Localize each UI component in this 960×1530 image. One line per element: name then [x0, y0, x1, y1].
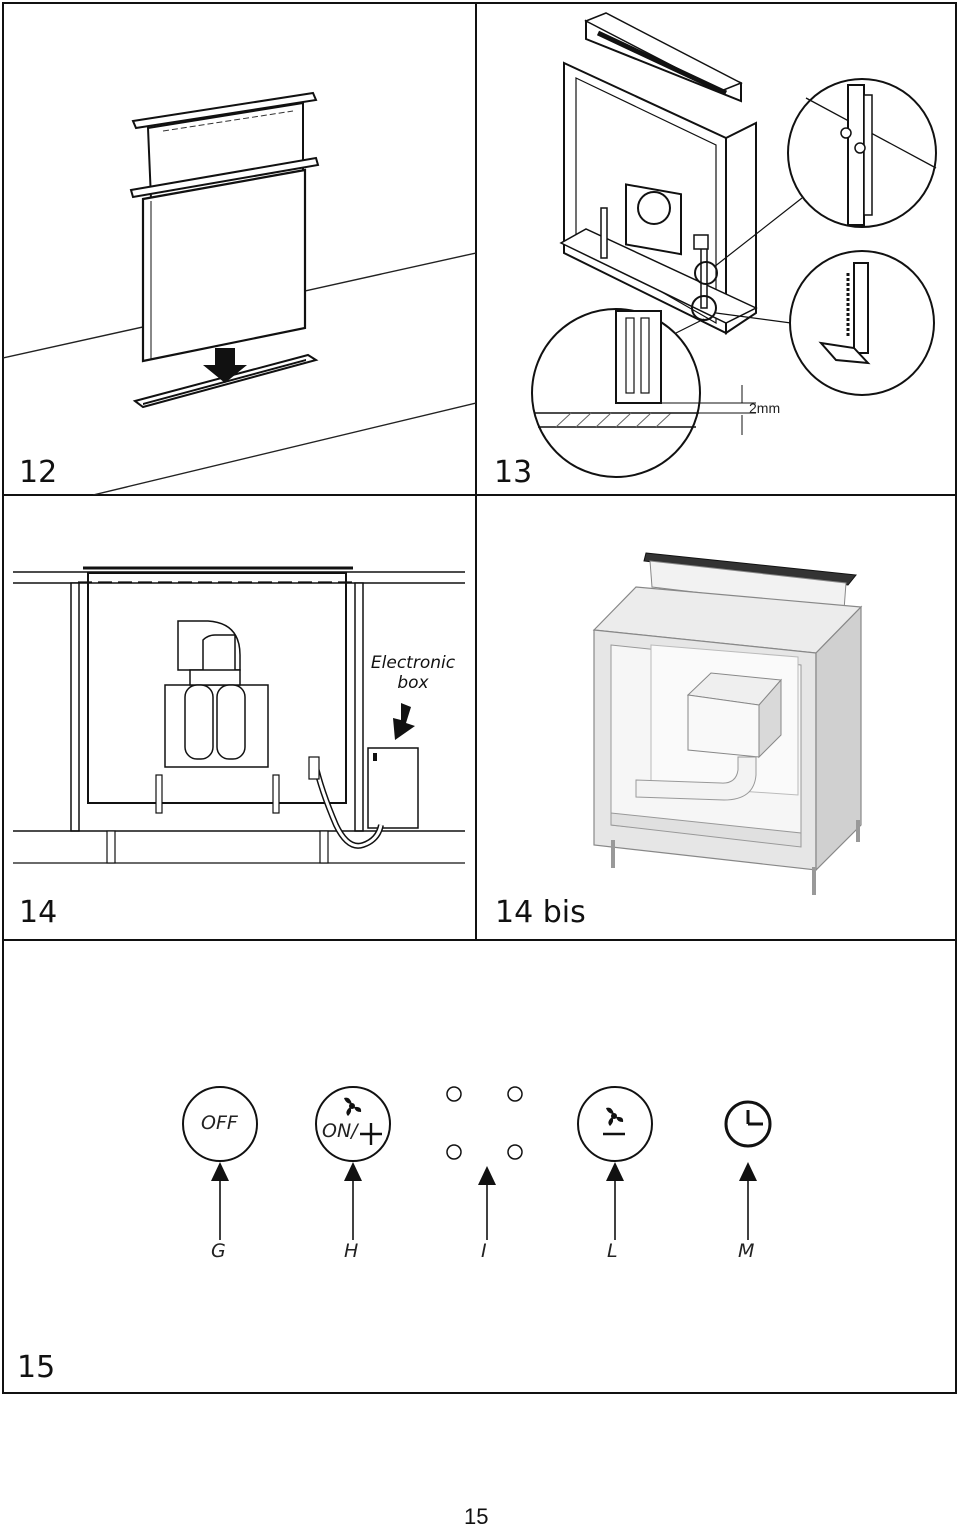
led-indicator-3 [446, 1144, 462, 1160]
fan-icon-l [606, 1107, 624, 1126]
figure-14-bis: 14 bis [476, 495, 956, 940]
dimension-label-2mm: 2mm [749, 400, 781, 416]
callout-line-2: box [397, 673, 429, 693]
button-letter-l: L [607, 1240, 618, 1262]
figure-number-14: 14 [19, 895, 58, 930]
figure-13: 2mm 13 [476, 3, 956, 495]
figure-14: Electronic box 14 [3, 495, 476, 940]
figure-number-14-bis: 14 bis [495, 895, 586, 930]
page-number: 15 [464, 1504, 489, 1529]
control-panel-illustration [182, 1086, 772, 1240]
cabinet-installation-illustration [531, 12, 937, 478]
off-button-circle [182, 1086, 258, 1162]
figure-15: OFF ON/ G H I L M 15 [3, 940, 956, 1393]
fan-icon-h [344, 1097, 362, 1116]
led-indicator-1 [446, 1086, 462, 1102]
hood-lowering-illustration [3, 91, 476, 495]
figure-number-13: 13 [494, 455, 533, 490]
figure-12: 12 [3, 3, 476, 495]
button-letter-i: I [481, 1240, 487, 1262]
button-letter-g: G [211, 1240, 226, 1262]
callout-line-1: Electronic [370, 653, 456, 673]
led-indicator-4 [507, 1144, 523, 1160]
led-indicator-2 [507, 1086, 523, 1102]
cabinet-3d-illustration [592, 552, 863, 895]
button-letter-m: M [738, 1240, 755, 1262]
figure-number-12: 12 [19, 455, 58, 490]
on-button-label: ON/ [322, 1120, 358, 1142]
cabinet-front-illustration [13, 566, 465, 864]
fan-minus-button-circle [577, 1086, 653, 1162]
button-letter-h: H [344, 1240, 359, 1262]
off-button-label: OFF [201, 1112, 238, 1134]
figure-number-15: 15 [17, 1350, 56, 1385]
electronic-box-callout: Electronic box [363, 653, 463, 693]
